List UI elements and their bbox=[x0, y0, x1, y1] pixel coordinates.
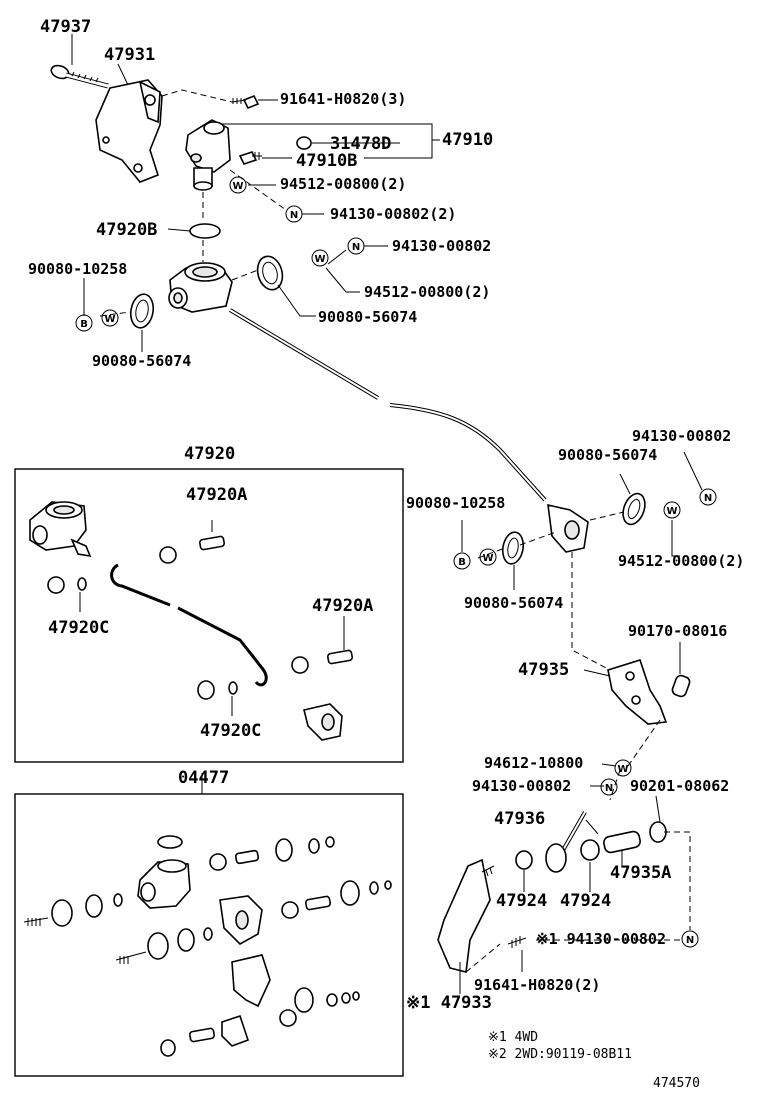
note-4wd: ※1 4WD bbox=[488, 1030, 538, 1045]
master-cylinder-47910 bbox=[185, 119, 231, 191]
svg-text:N: N bbox=[686, 935, 694, 946]
note-2wd: ※2 2WD:90119-08B11 bbox=[488, 1047, 632, 1062]
bolt-47937 bbox=[50, 64, 109, 89]
svg-text:B: B bbox=[458, 557, 466, 568]
label-94612-10800: 94612-10800 bbox=[484, 754, 583, 772]
label-90080-10258-right: 90080-10258 bbox=[406, 494, 505, 512]
label-47936: 47936 bbox=[494, 809, 545, 829]
label-94512-00800-2-mid: 94512-00800(2) bbox=[364, 283, 490, 301]
label-94512-00800-2-right: 94512-00800(2) bbox=[618, 552, 744, 570]
nut-symbol: N bbox=[699, 488, 717, 506]
label-47933: ※1 47933 bbox=[406, 993, 492, 1013]
label-47935: 47935 bbox=[518, 660, 569, 680]
seal-47920B bbox=[189, 223, 221, 239]
bolt-91641-lower bbox=[507, 936, 527, 948]
label-94512-00800-2-top: 94512-00800(2) bbox=[280, 175, 406, 193]
brake-pipe bbox=[228, 308, 547, 502]
label-47910B: 47910B bbox=[296, 151, 357, 171]
box-47920 bbox=[14, 468, 404, 763]
label-90080-56074-d: 90080-56074 bbox=[464, 594, 563, 612]
label-04477: 04477 bbox=[178, 768, 229, 788]
svg-text:W: W bbox=[617, 764, 628, 775]
cap-31478D bbox=[296, 136, 312, 150]
bleeder-47910B bbox=[238, 151, 262, 165]
washer-symbol: W bbox=[479, 548, 497, 566]
washer-symbol: W bbox=[663, 501, 681, 519]
nut-symbol: N bbox=[681, 930, 699, 948]
label-47920: 47920 bbox=[184, 444, 235, 464]
label-47937: 47937 bbox=[40, 17, 91, 37]
nut-symbol: N bbox=[600, 778, 618, 796]
label-31478D: 31478D bbox=[330, 134, 391, 154]
washer-90201 bbox=[649, 821, 667, 843]
label-90080-56074-b: 90080-56074 bbox=[92, 352, 191, 370]
label-47920C-a: 47920C bbox=[48, 618, 109, 638]
label-91641-h0820-3: 91641-H0820(3) bbox=[280, 90, 406, 108]
svg-text:N: N bbox=[704, 493, 712, 504]
bolt-symbol: B bbox=[453, 552, 471, 570]
bolt-91641-top bbox=[231, 94, 260, 110]
rod-47936 bbox=[545, 811, 587, 873]
label-47920C-b: 47920C bbox=[200, 721, 261, 741]
label-90080-10258-top: 90080-10258 bbox=[28, 260, 127, 278]
sleeve-47935A bbox=[603, 830, 641, 854]
bushing-47924-b bbox=[580, 839, 600, 861]
pin-90170 bbox=[671, 674, 691, 698]
label-47931: 47931 bbox=[104, 45, 155, 65]
label-94130-00802-upper: 94130-00802 bbox=[392, 237, 491, 255]
label-90170-08016: 90170-08016 bbox=[628, 622, 727, 640]
bushing-47924-a bbox=[515, 850, 533, 870]
gasket-90080-56074-d bbox=[501, 531, 525, 565]
label-94130-00802-4wd: ※1 94130-00802 bbox=[536, 930, 666, 948]
label-90080-56074-c: 90080-56074 bbox=[558, 446, 657, 464]
svg-text:W: W bbox=[666, 506, 677, 517]
reservoir-body bbox=[168, 262, 233, 313]
bolt-symbol: B bbox=[75, 314, 93, 332]
svg-text:W: W bbox=[482, 553, 493, 564]
washer-symbol: W bbox=[614, 759, 632, 777]
nut-symbol: N bbox=[347, 237, 365, 255]
box-04477-parts bbox=[23, 835, 392, 1057]
label-47935A: 47935A bbox=[610, 863, 671, 883]
washer-symbol: W bbox=[229, 176, 247, 194]
gasket-90080-56074-a bbox=[256, 255, 284, 291]
svg-text:B: B bbox=[80, 319, 88, 330]
leader-lines bbox=[71, 34, 703, 994]
label-47920B: 47920B bbox=[96, 220, 157, 240]
label-47924-a: 47924 bbox=[496, 891, 547, 911]
pipe-fitting-lower bbox=[547, 503, 589, 553]
label-90201-08062: 90201-08062 bbox=[630, 777, 729, 795]
label-91641-h0820-2: 91641-H0820(2) bbox=[474, 976, 600, 994]
label-47910: 47910 bbox=[442, 130, 493, 150]
label-94130-00802-2-top: 94130-00802(2) bbox=[330, 205, 456, 223]
svg-text:W: W bbox=[232, 181, 243, 192]
svg-text:N: N bbox=[290, 210, 298, 221]
gasket-90080-56074-c bbox=[622, 492, 646, 526]
gasket-90080-56074-b bbox=[129, 293, 155, 329]
label-47920A-a: 47920A bbox=[186, 485, 247, 505]
label-94130-00802-lower: 94130-00802 bbox=[472, 777, 571, 795]
bracket-47935 bbox=[607, 659, 668, 725]
nut-symbol: N bbox=[285, 205, 303, 223]
svg-text:N: N bbox=[352, 242, 360, 253]
label-94130-00802-right: 94130-00802 bbox=[632, 427, 731, 445]
label-47924-b: 47924 bbox=[560, 891, 611, 911]
diagram-id: 474570 bbox=[653, 1076, 700, 1091]
svg-text:W: W bbox=[314, 254, 325, 265]
label-47920A-b: 47920A bbox=[312, 596, 373, 616]
label-90080-56074-a: 90080-56074 bbox=[318, 308, 417, 326]
box-04477 bbox=[14, 793, 404, 1077]
svg-text:W: W bbox=[104, 314, 115, 325]
box-47920-parts bbox=[29, 501, 354, 741]
washer-symbol: W bbox=[101, 309, 119, 327]
svg-text:N: N bbox=[605, 783, 613, 794]
bracket-47931 bbox=[95, 79, 163, 183]
bracket-47933 bbox=[437, 858, 495, 973]
washer-symbol: W bbox=[311, 249, 329, 267]
